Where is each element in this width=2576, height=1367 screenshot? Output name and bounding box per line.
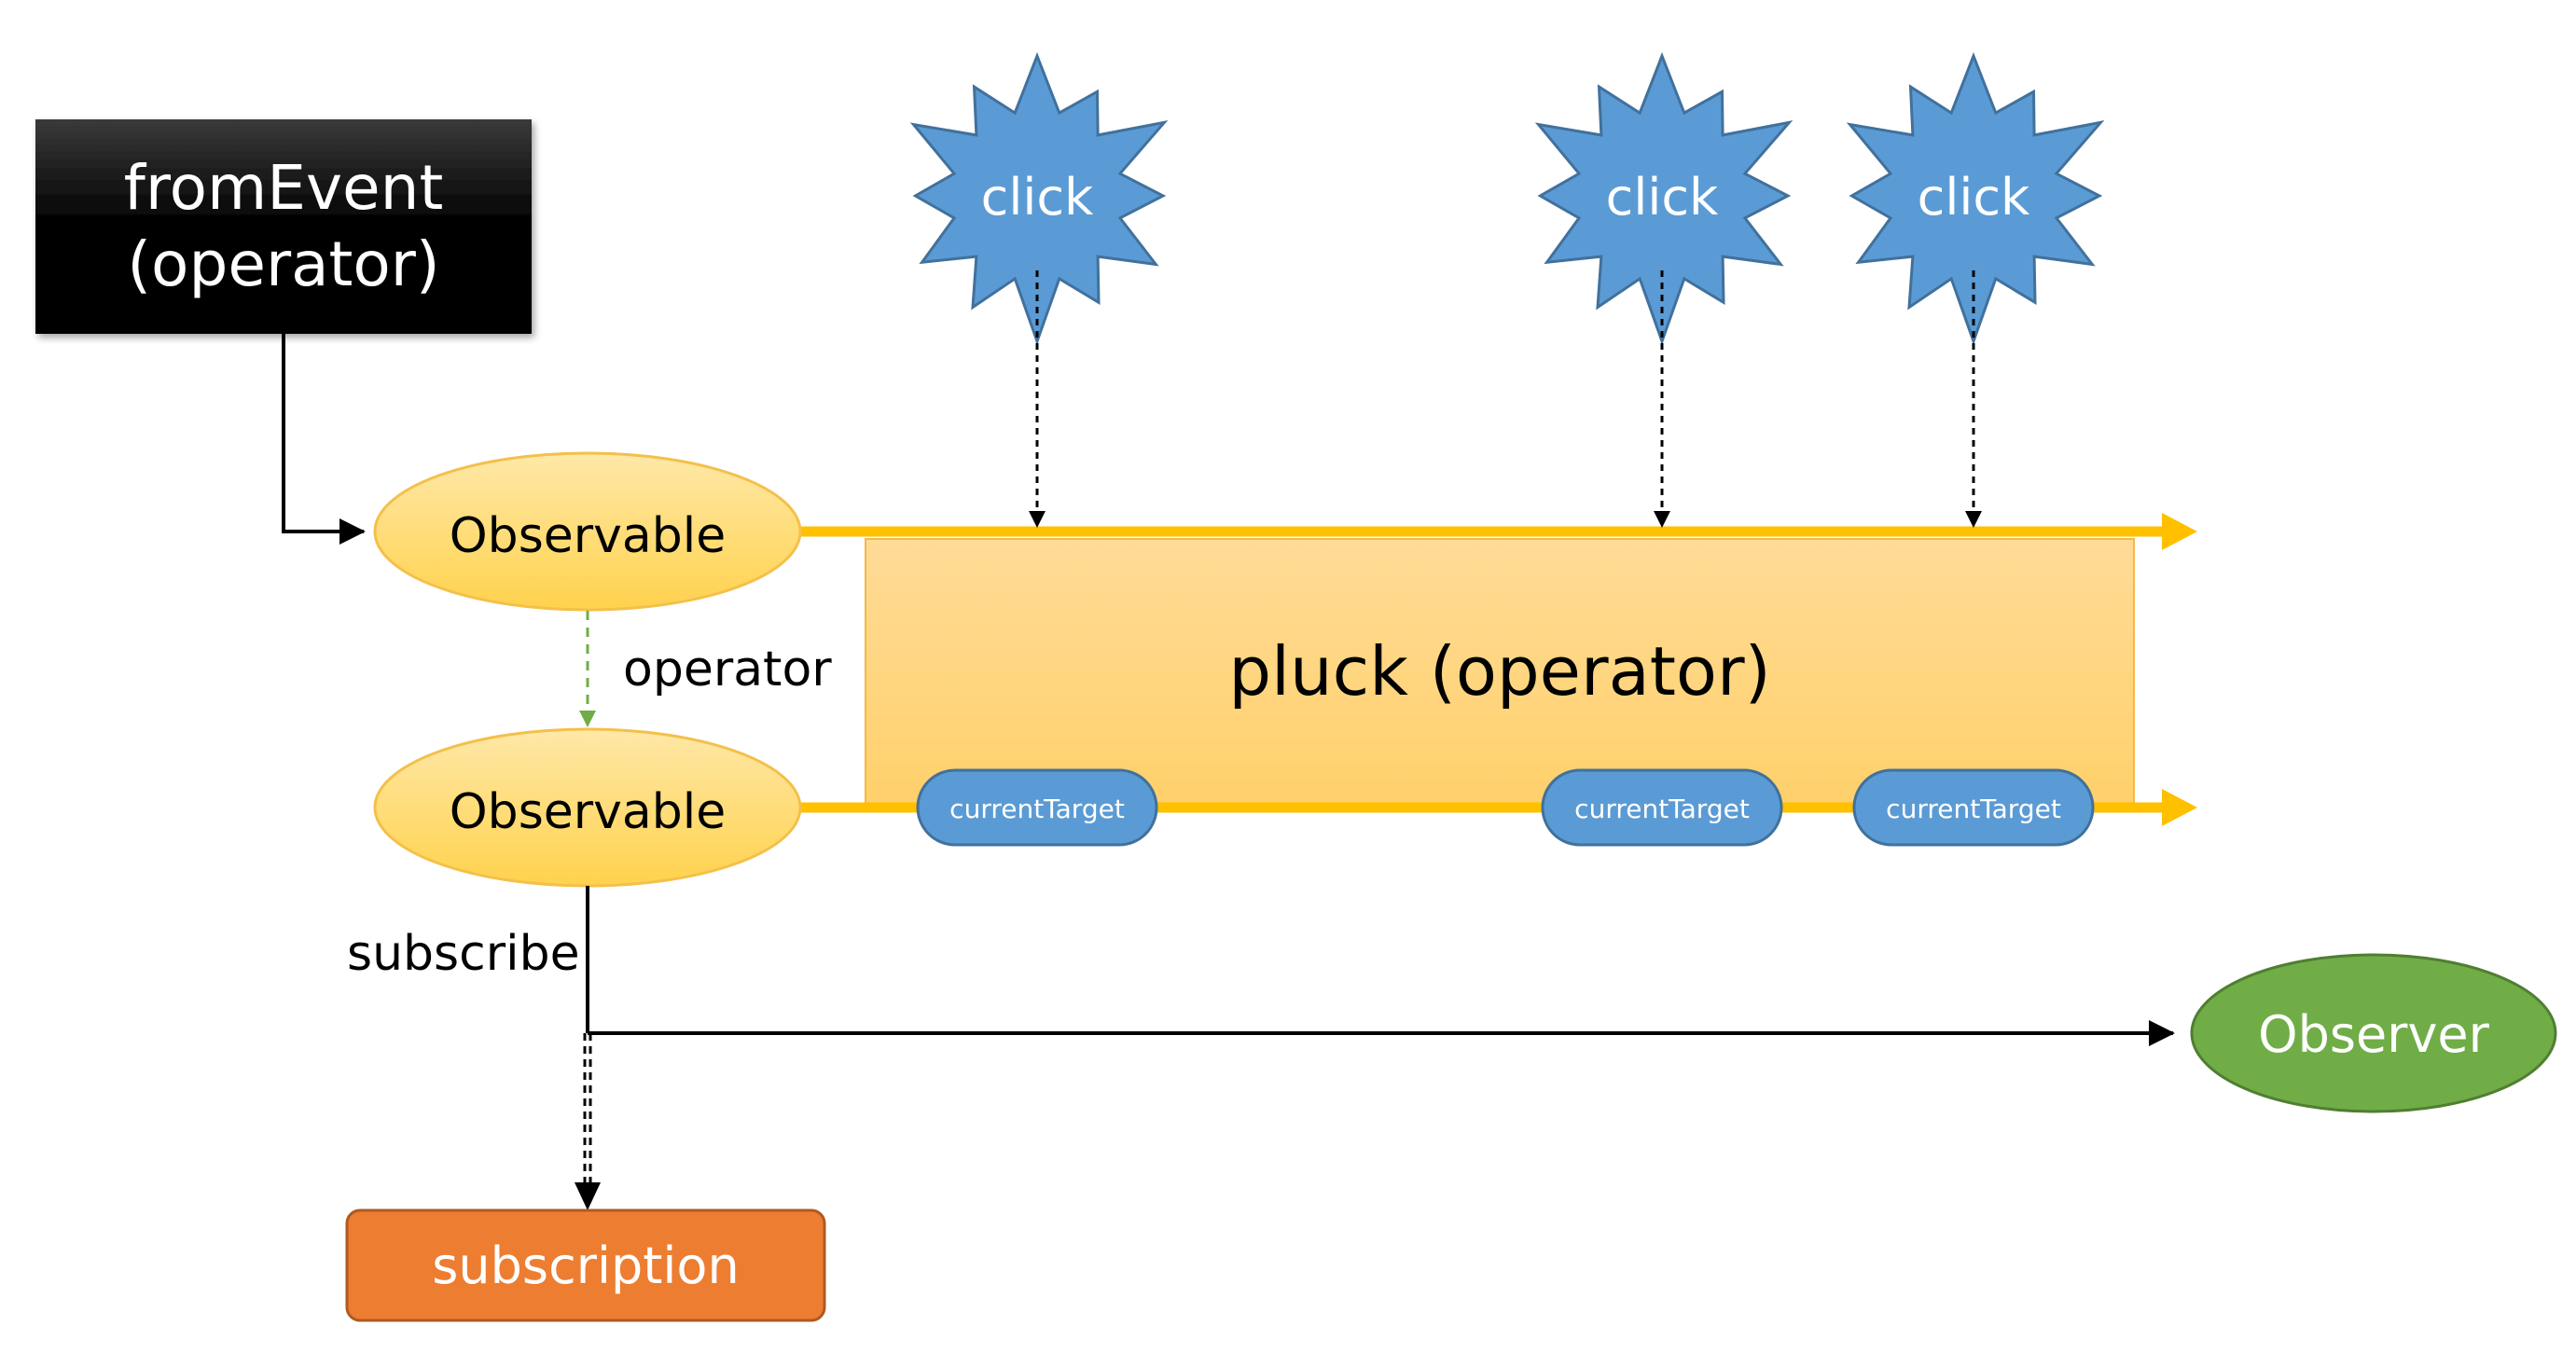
- emitted-value: currentTarget: [916, 768, 1158, 847]
- click-emit-arrowhead: [1029, 511, 1046, 528]
- click-label: click: [981, 168, 1094, 227]
- source-to-observable-arrow: [282, 334, 366, 545]
- observable-top-label: Observable: [450, 508, 727, 564]
- source-stream-arrowhead: [2162, 513, 2197, 550]
- from-event-node: fromEvent (operator): [35, 119, 532, 334]
- pluck-operator: pluck (operator): [865, 538, 2135, 808]
- click-label: click: [1606, 168, 1719, 227]
- subscription-node: subscription: [345, 1208, 826, 1322]
- pluck-label: pluck (operator): [1228, 632, 1770, 711]
- emitted-value: currentTarget: [1852, 768, 2095, 847]
- subscription-box: [345, 1208, 826, 1322]
- subscription-label: subscription: [432, 1236, 739, 1295]
- result-stream-arrowhead: [2162, 789, 2197, 826]
- click-burst-icon: [909, 51, 1169, 346]
- value-label: currentTarget: [1574, 794, 1750, 824]
- value-pill: [1541, 768, 1783, 847]
- value-pill: [1852, 768, 2095, 847]
- click-emit-arrowhead: [1654, 511, 1670, 528]
- click-event: click: [909, 51, 1169, 528]
- observer-ellipse: [2190, 953, 2557, 1113]
- value-label: currentTarget: [1886, 794, 2061, 824]
- click-event: click: [1534, 51, 1794, 528]
- click-burst-icon: [1846, 51, 2105, 346]
- emitted-values: currentTarget currentTarget currentTarget: [916, 768, 2095, 847]
- observer-node: Observer: [2190, 953, 2557, 1113]
- subscribe-label: subscribe: [347, 926, 580, 982]
- subscription-arrowhead: [575, 1182, 601, 1210]
- from-event-subtitle: (operator): [127, 228, 439, 300]
- observer-label: Observer: [2258, 1005, 2490, 1064]
- from-event-title: fromEvent: [124, 152, 444, 224]
- click-events: click click click: [909, 51, 2105, 528]
- observable-bottom: Observable: [373, 727, 802, 888]
- operator-label: operator: [623, 642, 832, 697]
- observable-top-ellipse: [373, 451, 802, 612]
- value-pill: [916, 768, 1158, 847]
- click-burst-icon: [1534, 51, 1794, 346]
- click-label: click: [1918, 168, 2030, 227]
- value-label: currentTarget: [949, 794, 1125, 824]
- observable-top: Observable: [373, 451, 802, 612]
- click-event: click: [1846, 51, 2105, 528]
- from-event-box: [35, 119, 532, 334]
- click-emit-arrowhead: [1965, 511, 1982, 528]
- pluck-box: [865, 538, 2135, 808]
- observable-bottom-label: Observable: [450, 784, 727, 840]
- emitted-value: currentTarget: [1541, 768, 1783, 847]
